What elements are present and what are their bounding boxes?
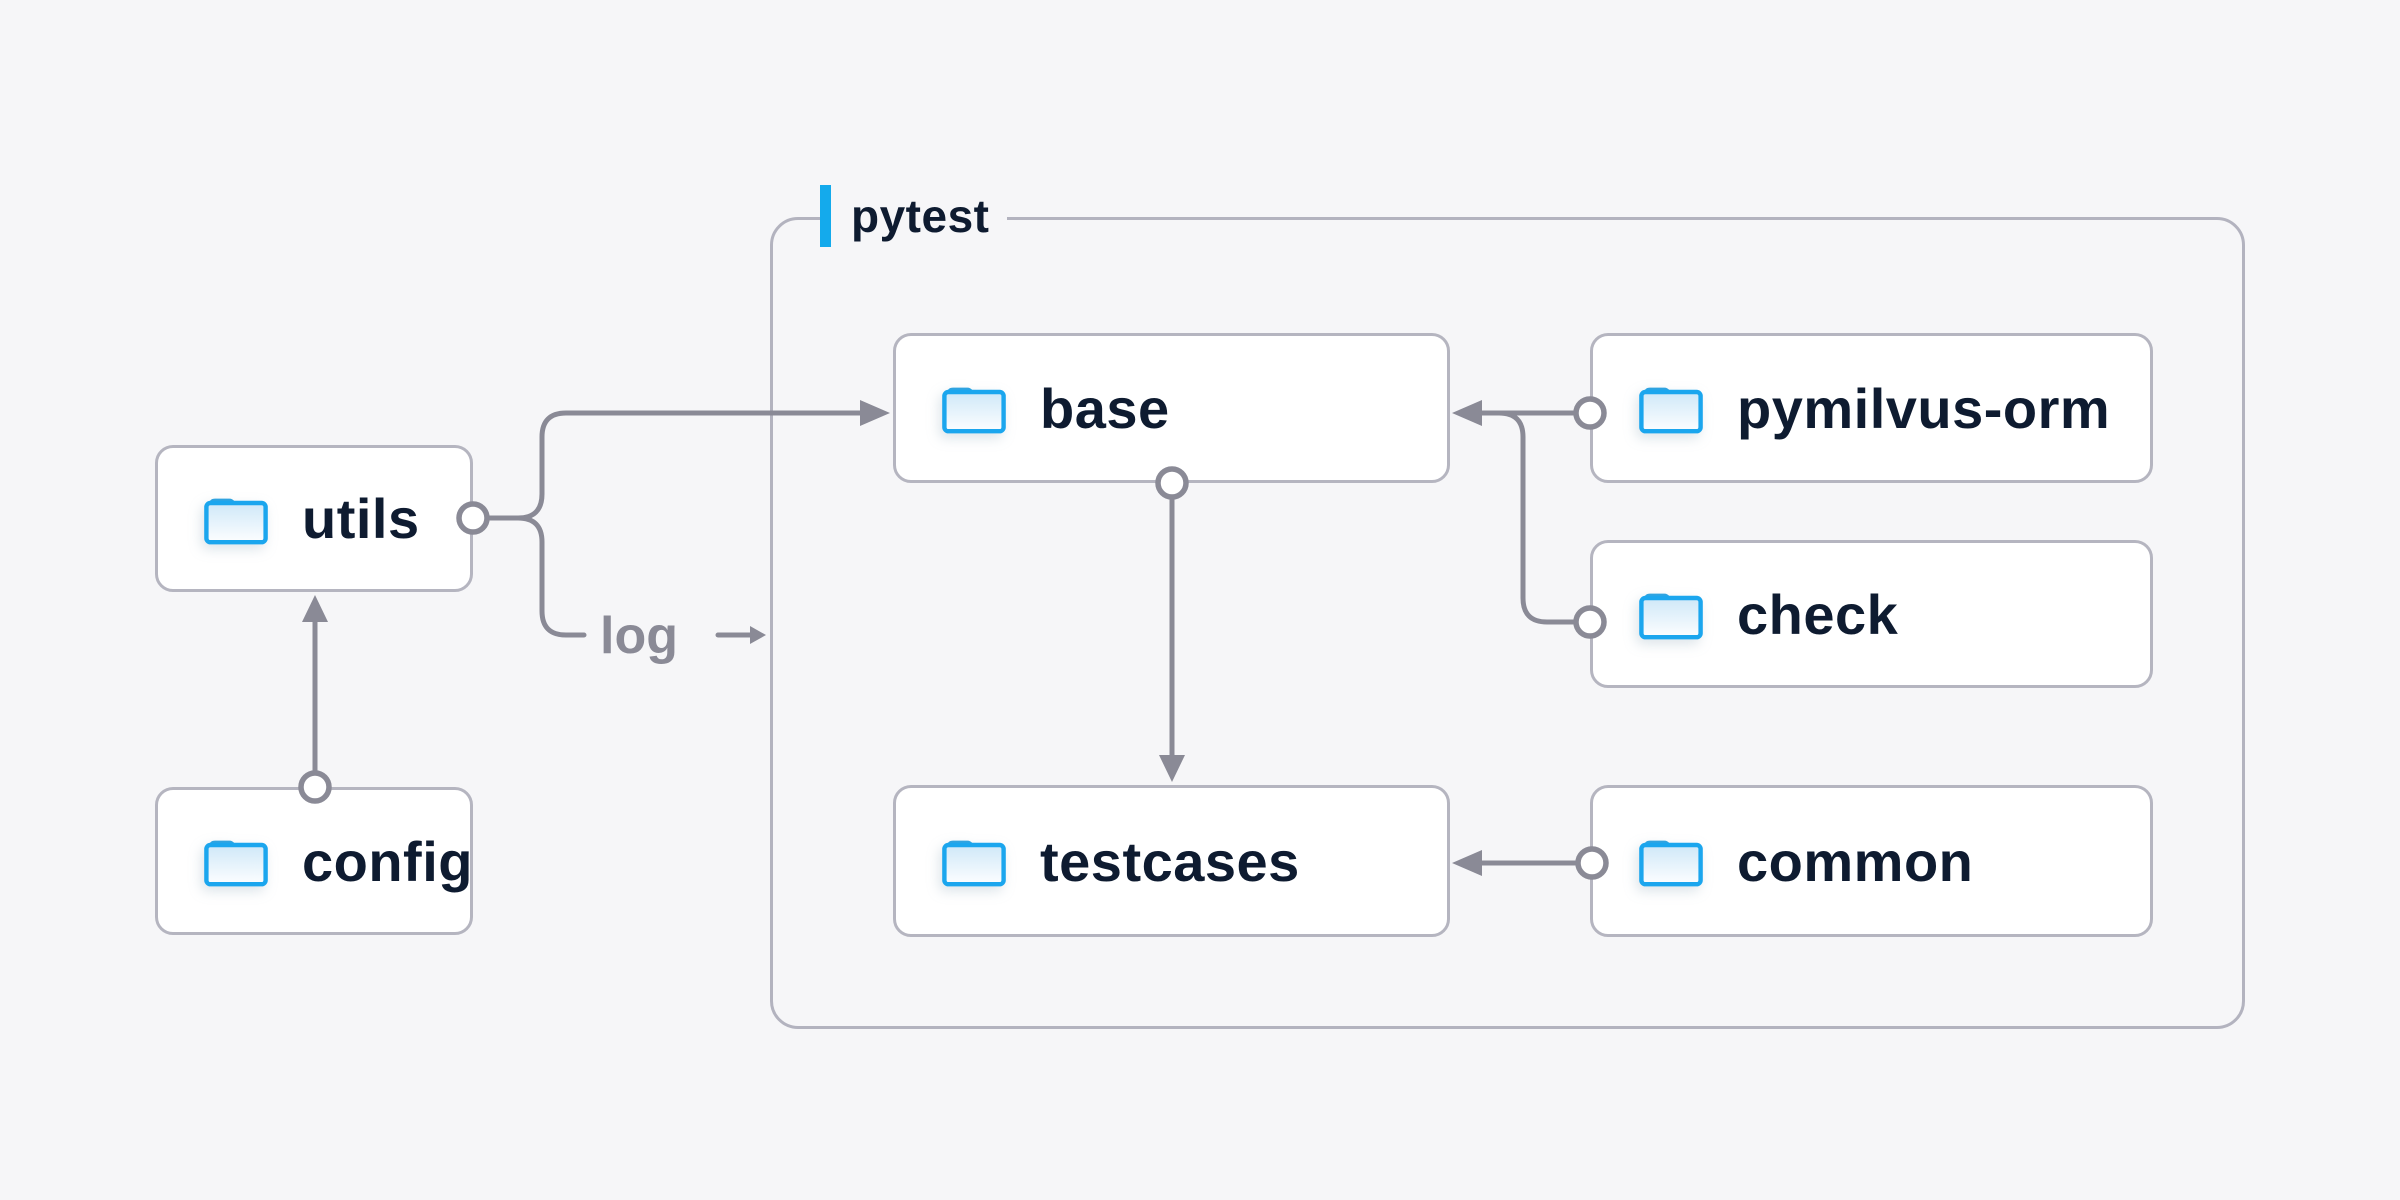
accent-bar xyxy=(820,185,831,247)
node-label: config xyxy=(302,829,473,893)
folder-icon xyxy=(1639,840,1703,887)
node-common: common xyxy=(1590,785,2153,937)
node-label: utils xyxy=(302,487,420,550)
node-base: base xyxy=(893,333,1450,483)
node-label: testcases xyxy=(1040,829,1300,893)
pytest-container xyxy=(770,217,2245,1029)
folder-icon xyxy=(942,387,1006,434)
node-testcases: testcases xyxy=(893,785,1450,937)
node-label: pymilvus-orm xyxy=(1737,376,2111,440)
edge-label-log: log xyxy=(600,607,678,665)
node-label: common xyxy=(1737,829,1974,893)
folder-icon xyxy=(1639,387,1703,434)
folder-icon xyxy=(204,498,268,544)
edge-config-to-utils xyxy=(298,595,332,804)
folder-icon xyxy=(1639,593,1703,640)
node-label: check xyxy=(1737,582,1899,646)
node-check: check xyxy=(1590,540,2153,688)
node-config: config xyxy=(155,787,473,935)
pytest-container-label: pytest xyxy=(820,184,1008,248)
pytest-label-text: pytest xyxy=(851,190,990,242)
folder-icon xyxy=(204,840,268,887)
node-utils: utils xyxy=(155,445,473,592)
node-label: base xyxy=(1040,376,1170,440)
node-pymilvus-orm: pymilvus-orm xyxy=(1590,333,2153,483)
folder-icon xyxy=(942,840,1006,887)
